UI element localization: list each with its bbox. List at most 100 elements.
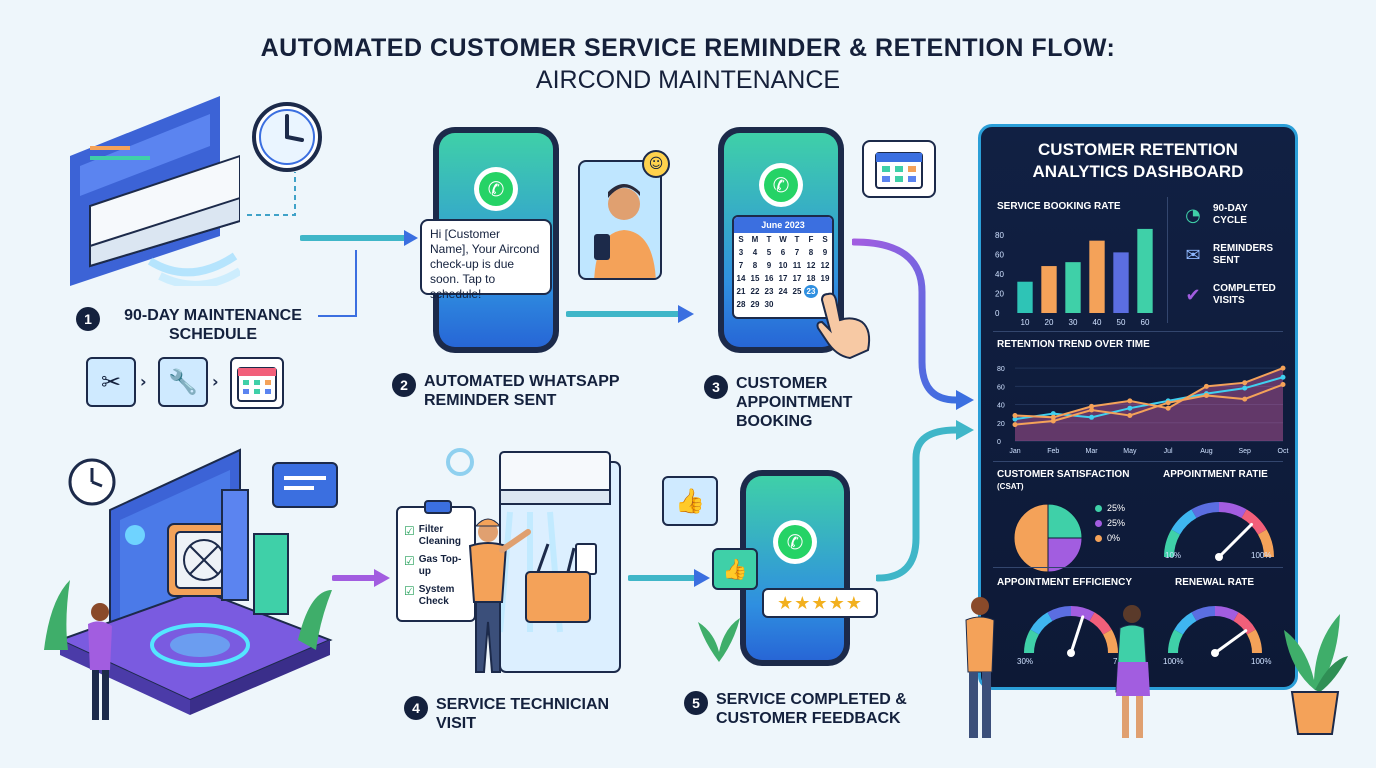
step-5: 5 SERVICE COMPLETED & CUSTOMER FEEDBACK — [684, 690, 944, 728]
gauge-segment — [1024, 629, 1040, 654]
calendar-day[interactable]: 4 — [752, 248, 758, 257]
y-tick-label: 0 — [997, 439, 1001, 446]
tools-icon: ✂ — [86, 357, 136, 407]
efficiency-gauge — [1024, 606, 1118, 657]
calendar-day[interactable]: 6 — [780, 248, 786, 257]
calendar-day[interactable]: 3 — [738, 248, 744, 257]
legend-dot — [1095, 519, 1102, 527]
calendar-day[interactable]: 21 — [736, 287, 746, 296]
calendar-day[interactable]: 17 — [792, 274, 802, 283]
renewal-gauge — [1168, 606, 1262, 657]
checklist-item: System Check — [418, 584, 455, 607]
gauge-min: 100% — [1163, 657, 1184, 666]
wrench-icon: 🔧 — [158, 357, 208, 407]
x-tick-label: Feb — [1047, 448, 1059, 455]
gauge-min: 10% — [1165, 551, 1182, 560]
y-tick-label: 20 — [995, 289, 1004, 298]
data-point — [1050, 414, 1056, 420]
x-tick-label: May — [1123, 448, 1137, 455]
calendar-day[interactable]: 24 — [778, 287, 788, 296]
data-point — [1280, 365, 1286, 371]
rating-stars: ★★★★★ — [762, 588, 878, 618]
x-tick-label: 50 — [1117, 318, 1126, 327]
calendar-day[interactable]: 5 — [766, 248, 772, 257]
calendar-day[interactable]: 17 — [778, 274, 788, 283]
chevron-right-icon: › — [212, 372, 219, 391]
step-1: 1 90-DAY MAINTENANCE SCHEDULE — [76, 306, 336, 344]
calendar-day[interactable]: 30 — [764, 300, 774, 309]
data-point — [1165, 400, 1171, 406]
calendar-day[interactable]: 14 — [736, 274, 746, 283]
technician-illustration — [440, 432, 630, 682]
customer-avatar-card — [578, 160, 662, 280]
check-icon: ☑ — [404, 554, 415, 568]
calendar-day[interactable]: 9 — [822, 248, 828, 257]
step-label: SERVICE TECHNICIAN VISIT — [436, 696, 610, 732]
calendar-day[interactable]: 22 — [750, 287, 760, 296]
appointment-rate-label: APPOINTMENT RATIE — [1163, 469, 1268, 480]
gauge-segment — [1047, 606, 1072, 622]
gauge-segment — [1257, 529, 1274, 558]
y-tick-label: 60 — [997, 384, 1005, 391]
calendar-day[interactable]: 8 — [808, 248, 814, 257]
dashboard-title: CUSTOMER RETENTION ANALYTICS DASHBOARD — [1032, 140, 1244, 181]
data-point — [1012, 412, 1018, 418]
pie-legend-item: 25% — [1095, 518, 1125, 528]
calendar-day[interactable]: 23 — [804, 285, 818, 298]
calendar-day[interactable]: 12 — [820, 261, 830, 270]
bar — [1041, 266, 1057, 313]
gauge-segment — [1241, 509, 1267, 535]
calendar-day[interactable]: 18 — [806, 274, 816, 283]
gauge-segment — [1246, 629, 1262, 654]
calendar-day[interactable] — [790, 298, 804, 311]
gauge-max: 100% — [1251, 551, 1272, 560]
calendar-day[interactable]: 10 — [778, 261, 788, 270]
flow-arrow — [332, 569, 390, 587]
mail-icon: ✉ — [1185, 244, 1201, 266]
y-tick-label: 20 — [997, 421, 1005, 428]
calendar-day[interactable]: 29 — [750, 300, 760, 309]
whatsapp-icon: ✆ — [759, 163, 803, 207]
csat-legend: 25%25%0% — [1095, 503, 1125, 548]
pie-slice — [1047, 537, 1083, 573]
data-point — [1242, 396, 1248, 402]
step-number: 1 — [76, 307, 100, 331]
gauge-hub — [1211, 649, 1219, 657]
calendar-day[interactable]: 11 — [792, 261, 802, 270]
calendar-bubble — [862, 140, 936, 198]
bar — [1065, 262, 1081, 313]
x-tick-label: Jan — [1009, 448, 1020, 455]
calendar-day[interactable]: 12 — [806, 261, 816, 270]
calendar-day[interactable]: 23 — [764, 287, 774, 296]
x-tick-label: 10 — [1021, 318, 1030, 327]
gauge-needle — [1069, 615, 1085, 655]
calendar-day[interactable] — [776, 298, 790, 311]
thumbs-up-icon: 👍 — [662, 476, 718, 526]
people-illustration — [952, 592, 1172, 747]
gauge-segment — [1233, 612, 1256, 635]
calendar-day[interactable]: 9 — [766, 261, 772, 270]
gauge-segment — [1089, 612, 1112, 635]
calendar-day[interactable]: 8 — [752, 261, 758, 270]
gauge-segment — [1218, 502, 1247, 519]
reminder-text: Hi [Customer Name], Your Aircond check-u… — [430, 227, 540, 301]
y-tick-label: 80 — [997, 366, 1005, 373]
y-tick-label: 60 — [995, 250, 1004, 259]
bar — [1089, 240, 1105, 313]
calendar-day[interactable]: 19 — [820, 274, 830, 283]
calendar-day[interactable]: 28 — [736, 300, 746, 309]
calendar-day[interactable]: 15 — [750, 274, 760, 283]
csat-label: CUSTOMER SATISFACTION(CSAT) — [997, 469, 1130, 491]
bar — [1113, 252, 1129, 313]
check-icon: ☑ — [404, 584, 415, 598]
calendar-day[interactable]: 25 — [792, 287, 802, 296]
checklist-item: Gas Top-up — [418, 554, 462, 577]
reminder-bubble: Hi [Customer Name], Your Aircond check-u… — [420, 219, 552, 301]
step-number: 2 — [392, 373, 416, 397]
pie-legend-item: 25% — [1095, 503, 1125, 513]
calendar-day[interactable]: 16 — [764, 274, 774, 283]
calendar-day[interactable]: 7 — [738, 261, 744, 270]
calendar-day[interactable]: 7 — [794, 248, 800, 257]
calendar-icon — [230, 357, 284, 409]
